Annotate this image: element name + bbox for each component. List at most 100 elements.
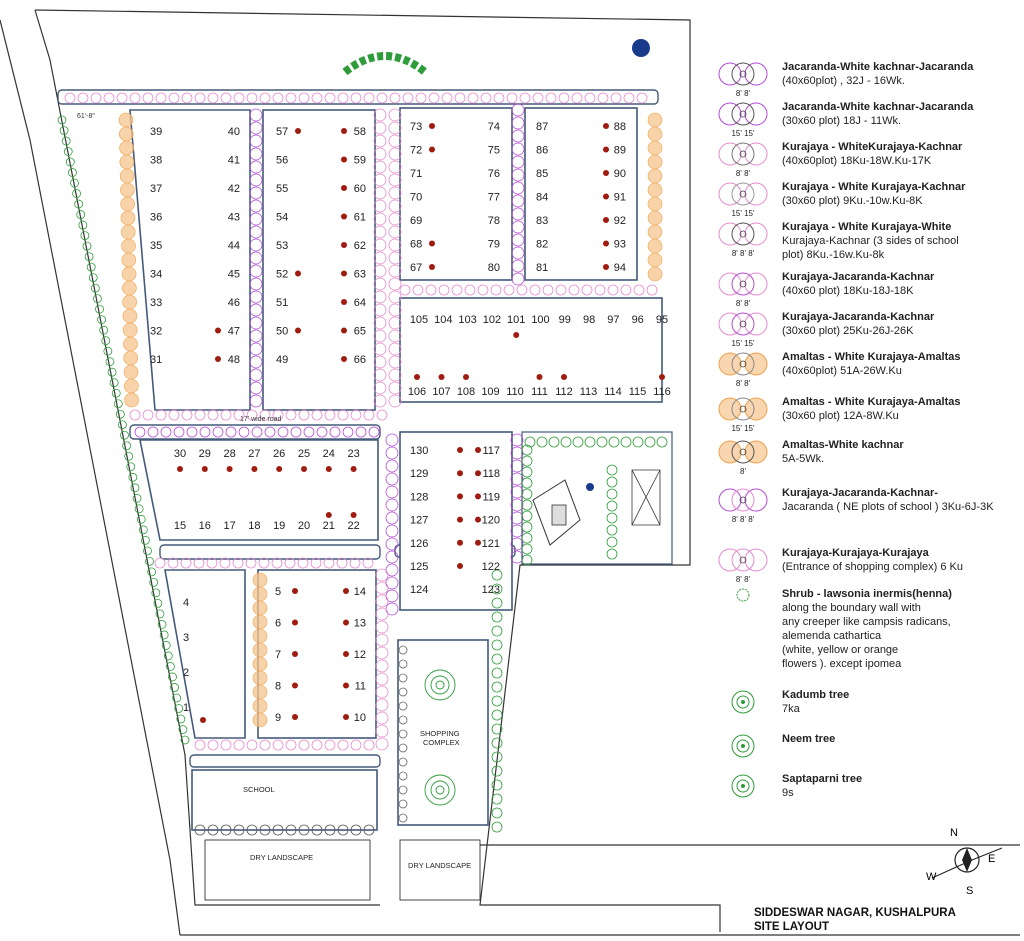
legend-text: Jacaranda-White kachnar-Jacaranda(40x60p…	[782, 60, 1022, 88]
plot-number: 29	[199, 448, 211, 460]
tree-symbol	[271, 557, 283, 569]
svg-text:15' 15': 15' 15'	[731, 209, 755, 218]
tree-symbol	[181, 92, 193, 104]
plot-number: 94	[614, 262, 626, 274]
plot-number: 106	[408, 386, 426, 398]
tree-symbol	[480, 92, 492, 104]
legend-line: Jacaranda-White kachnar-Jacaranda	[782, 61, 974, 73]
shrub-symbol	[113, 399, 123, 409]
tree-symbol	[606, 464, 618, 476]
plot-number: 8	[275, 681, 281, 693]
plot-number: 118	[482, 468, 500, 480]
plot-number: 28	[223, 448, 235, 460]
tree-symbol	[594, 284, 606, 296]
plot-marker	[292, 682, 298, 689]
block-b	[262, 109, 376, 411]
plot-number: 21	[323, 520, 335, 532]
tree-symbol	[103, 92, 115, 104]
plot-number: 73	[410, 121, 422, 133]
plot-marker	[341, 327, 347, 334]
compass-e: E	[988, 853, 995, 865]
tree-symbol	[264, 426, 276, 438]
shrub-symbol	[140, 535, 150, 545]
plot-marker	[341, 156, 347, 163]
shrub-symbol	[155, 609, 165, 619]
tree-symbol	[388, 264, 402, 278]
tree-symbol	[249, 394, 263, 408]
tree-symbol	[350, 824, 362, 836]
amaltas-tree	[119, 168, 135, 184]
tree-symbol	[194, 824, 206, 836]
legend-text: Jacaranda-White kachnar-Jacaranda(30x60 …	[782, 100, 1022, 128]
block-f	[139, 439, 379, 541]
tree-symbol	[373, 394, 387, 408]
plot-marker	[292, 619, 298, 626]
amaltas-tree	[252, 670, 268, 686]
tree-symbol	[503, 284, 515, 296]
amaltas-tree	[124, 378, 139, 394]
plot-number: 1	[183, 702, 189, 714]
tree-symbol	[363, 409, 375, 421]
tree-symbol	[521, 510, 533, 522]
tree-symbol	[245, 557, 257, 569]
amaltas-tree	[647, 238, 663, 254]
tree-symbol	[385, 433, 399, 447]
tree-symbol	[388, 277, 402, 291]
block-d	[524, 107, 638, 281]
plot-number: 51	[276, 297, 288, 309]
svg-text:15' 15': 15' 15'	[731, 424, 755, 433]
tree-symbol	[311, 409, 323, 421]
legend-text: Kurajaya-Kurajaya-Kurajaya(Entrance of s…	[782, 546, 1022, 574]
tree-symbol	[608, 436, 620, 448]
plot-number: 93	[614, 239, 626, 251]
tree-symbol	[385, 576, 399, 590]
tree-symbol	[521, 543, 533, 555]
plot-number: 122	[482, 561, 500, 573]
tree-symbol	[388, 160, 402, 174]
tree-symbol	[90, 92, 102, 104]
legend-text: Neem tree	[782, 732, 1022, 746]
tree-symbol	[290, 426, 302, 438]
plot-number: 70	[410, 192, 422, 204]
shrub-symbol	[101, 336, 111, 346]
legend-text: Kurajaya-Jacaranda-Kachnar(30x60 plot) 2…	[782, 310, 1022, 338]
tree-symbol	[259, 409, 271, 421]
tree-symbol	[388, 121, 402, 135]
plot-marker	[414, 374, 420, 380]
tree-symbol	[491, 569, 503, 581]
plot-marker	[513, 332, 520, 338]
saptaparni-tree-icon	[731, 774, 755, 798]
tree-symbol	[491, 681, 503, 693]
legend-line: Amaltas - White Kurajaya-Amaltas	[782, 351, 961, 363]
svg-text:8' 8': 8' 8'	[736, 575, 751, 584]
tree-symbol	[388, 316, 402, 330]
shrub-symbol	[70, 178, 79, 188]
tree-symbol	[116, 92, 128, 104]
tree-symbol	[385, 485, 399, 499]
tree-symbol	[373, 186, 387, 200]
svg-text:15' 15': 15' 15'	[731, 339, 755, 348]
tree-symbol	[376, 409, 388, 421]
tree-symbol	[388, 394, 402, 408]
amaltas-tree	[121, 266, 137, 282]
plot-marker	[276, 466, 283, 472]
tree-symbol	[154, 557, 166, 569]
shrub-symbol	[80, 231, 90, 240]
plot-marker	[603, 217, 609, 223]
tree-symbol	[425, 284, 437, 296]
shrub-symbol	[78, 220, 88, 230]
svg-text:8' 8': 8' 8'	[736, 379, 751, 388]
tree-symbol	[376, 92, 388, 104]
plot-number: 49	[276, 354, 288, 366]
plot-number: 76	[488, 168, 500, 180]
amaltas-tree	[120, 224, 136, 240]
school-label: SCHOOL	[243, 785, 275, 794]
plot-number: 42	[228, 183, 240, 195]
tree-symbol	[249, 238, 263, 252]
tree-symbol	[441, 92, 453, 104]
plot-number: 37	[150, 183, 162, 195]
amaltas-tree	[647, 168, 663, 184]
tree-symbol	[385, 602, 399, 616]
dry-landscape-right	[399, 839, 481, 901]
tree-symbol	[491, 821, 503, 833]
